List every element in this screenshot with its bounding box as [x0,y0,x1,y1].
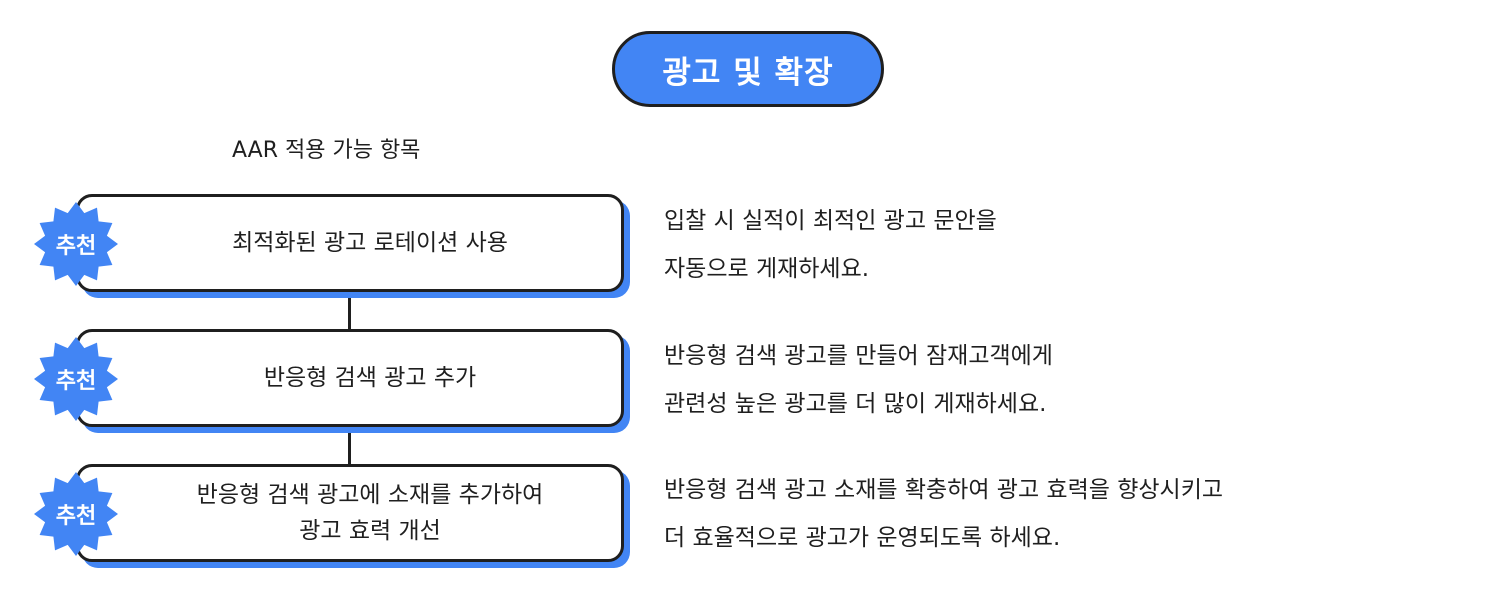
description-line: 자동으로 게재하세요. [664,256,870,282]
title-pill: 광고 및 확장 [612,31,884,107]
card-box: 최적화된 광고 로테이션 사용 [76,194,624,292]
description-line: 관련성 높은 광고를 더 많이 게재하세요. [664,391,1047,417]
description-line: 더 효율적으로 광고가 운영되도록 하세요. [664,525,1061,551]
recommended-badge-1: 추천 [34,202,118,286]
badge-label: 추천 [55,234,97,259]
card-text: 광고 효력 개선 [299,518,441,544]
recommended-badge-2: 추천 [34,337,118,421]
starburst-icon [34,202,118,286]
description-2: 반응형 검색 광고를 만들어 잠재고객에게 관련성 높은 광고를 더 많이 게재… [664,332,1484,428]
card-text: 반응형 검색 광고 추가 [263,365,477,391]
step-card-3: 반응형 검색 광고에 소재를 추가하여 광고 효력 개선 [76,464,630,568]
description-line: 입찰 시 실적이 최적인 광고 문안을 [664,208,997,234]
starburst-icon [34,472,118,556]
card-text: 반응형 검색 광고에 소재를 추가하여 [196,482,544,508]
section-label: AAR 적용 가능 항목 [232,138,421,163]
card-box: 반응형 검색 광고 추가 [76,329,624,427]
starburst-icon [34,337,118,421]
description-line: 반응형 검색 광고 소재를 확충하여 광고 효력을 향상시키고 [664,477,1224,503]
connector-line-2 [348,430,351,465]
description-1: 입찰 시 실적이 최적인 광고 문안을 자동으로 게재하세요. [664,197,1484,293]
diagram-title: 광고 및 확장 [662,54,834,91]
connector-line-1 [348,295,351,330]
badge-label: 추천 [55,504,97,529]
card-box: 반응형 검색 광고에 소재를 추가하여 광고 효력 개선 [76,464,624,562]
recommended-badge-3: 추천 [34,472,118,556]
description-3: 반응형 검색 광고 소재를 확충하여 광고 효력을 향상시키고 더 효율적으로 … [664,466,1484,562]
step-card-2: 반응형 검색 광고 추가 [76,329,630,433]
card-text: 최적화된 광고 로테이션 사용 [232,230,508,256]
badge-label: 추천 [55,369,97,394]
description-line: 반응형 검색 광고를 만들어 잠재고객에게 [664,343,1053,369]
step-card-1: 최적화된 광고 로테이션 사용 [76,194,630,298]
